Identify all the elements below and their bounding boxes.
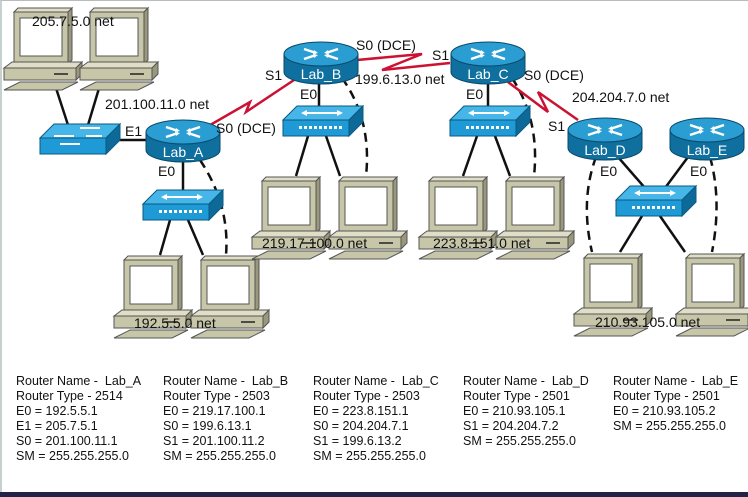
- config-line: Router Type - 2514: [16, 389, 123, 403]
- config-line: S0 = 201.100.11.1: [16, 434, 118, 448]
- config-router-name: Router Name - Lab_E: [613, 374, 739, 388]
- router-label-lab-b: Lab_B: [301, 66, 341, 82]
- network-label-192: 192.5.5.0 net: [134, 315, 216, 331]
- network-label-223: 223.8.151.0 net: [433, 235, 530, 251]
- router-config-lab-a: Router Name - Lab_A Router Type - 2514 E…: [16, 374, 141, 464]
- network-label-210: 210.93.105.0 net: [595, 314, 700, 330]
- interface-label-d-e0: E0: [600, 163, 617, 179]
- config-router-name: Router Name - Lab_A: [16, 374, 142, 388]
- link-lab-d-switch: [617, 156, 646, 189]
- network-label-199: 199.6.13.0 net: [355, 71, 445, 87]
- interface-label-d-s1: S1: [548, 118, 565, 134]
- router-lab-a: Lab_A: [144, 118, 222, 164]
- interface-label-a-e0: E0: [158, 163, 175, 179]
- config-line: E1 = 205.7.5.1: [16, 419, 98, 433]
- config-line: Router Type - 2501: [463, 389, 570, 403]
- router-lab-b: Lab_B: [282, 40, 360, 86]
- interface-label-b-e0: E0: [300, 86, 317, 102]
- config-router-name: Router Name - Lab_B: [163, 374, 289, 388]
- network-label-204: 204.204.7.0 net: [572, 89, 669, 105]
- config-router-name: Router Name - Lab_C: [313, 374, 439, 388]
- config-line: S1 = 204.204.7.2: [463, 419, 559, 433]
- config-router-name: Router Name - Lab_D: [463, 374, 589, 388]
- router-config-lab-d: Router Name - Lab_D Router Type - 2501 E…: [463, 374, 589, 449]
- serial-link-c-d: [507, 81, 579, 122]
- config-line: E0 = 210.93.105.1: [463, 404, 566, 418]
- link-lab-e-switch: [663, 156, 690, 189]
- console-link-lab-c: [510, 77, 537, 177]
- switch-205: [39, 123, 121, 155]
- router-lab-e: Lab_E: [668, 116, 746, 162]
- switch-219: [282, 105, 364, 137]
- config-line: Router Type - 2501: [613, 389, 720, 403]
- link-switch-c-pc: [493, 135, 512, 177]
- router-label-lab-c: Lab_C: [467, 66, 508, 82]
- link-switch-a0-pc: [158, 219, 172, 256]
- link-switch-b-pc: [294, 135, 310, 177]
- network-label-205: 205.7.5.0 net: [32, 13, 114, 29]
- network-diagram: Lab_A Lab_B Lab_C Lab_D Lab_E 205.7.5.0 …: [3, 7, 748, 339]
- interface-label-c-s1: S1: [432, 47, 449, 63]
- serial-link-b-c: [356, 52, 451, 72]
- interface-label-b-s0: S0 (DCE): [356, 37, 416, 53]
- link-pc1-switch-a1: [53, 84, 70, 126]
- link-switch-de-pc: [618, 215, 644, 253]
- config-line: S0 = 204.204.7.1: [313, 419, 409, 433]
- config-line: E0 = 210.93.105.2: [613, 404, 716, 418]
- switch-192: [142, 189, 224, 221]
- serial-link-a-b: [204, 78, 295, 130]
- config-line: E0 = 223.8.151.1: [313, 404, 409, 418]
- config-line: SM = 255.255.255.0: [313, 449, 426, 463]
- link-switch-a0-pc: [186, 219, 205, 256]
- ethernet-links: [53, 78, 690, 256]
- router-label-lab-d: Lab_D: [584, 142, 625, 158]
- link-pc2-switch-a1: [86, 84, 102, 126]
- interface-label-e-e0: E0: [690, 163, 707, 179]
- switch-210: [615, 185, 697, 217]
- console-link-lab-e: [708, 156, 718, 253]
- interface-label-c-e0: E0: [466, 86, 483, 102]
- interface-label-a-s0: S0 (DCE): [216, 120, 276, 136]
- router-label-lab-e: Lab_E: [687, 142, 727, 158]
- config-line: S1 = 199.6.13.2: [313, 434, 402, 448]
- config-line: E0 = 219.17.100.1: [163, 404, 266, 418]
- link-switch-de-pc: [658, 215, 687, 253]
- interface-label-c-s0: S0 (DCE): [524, 67, 584, 83]
- router-config-lab-e: Router Name - Lab_E Router Type - 2501 E…: [613, 374, 738, 434]
- link-switch-c-pc: [461, 135, 479, 177]
- switch-223: [449, 105, 531, 137]
- config-line: SM = 255.255.255.0: [16, 449, 129, 463]
- config-line: SM = 255.255.255.0: [463, 434, 576, 448]
- config-line: S0 = 199.6.13.1: [163, 419, 252, 433]
- router-lab-c: Lab_C: [449, 40, 527, 86]
- console-link-lab-d: [585, 156, 598, 253]
- config-line: S1 = 201.100.11.2: [163, 434, 265, 448]
- router-config-lab-c: Router Name - Lab_C Router Type - 2503 E…: [313, 374, 439, 464]
- serial-links: [204, 52, 579, 130]
- router-lab-d: Lab_D: [566, 116, 644, 162]
- router-config-lab-b: Router Name - Lab_B Router Type - 2503 E…: [163, 374, 288, 464]
- config-line: Router Type - 2503: [313, 389, 420, 403]
- interface-label-b-s1: S1: [265, 67, 282, 83]
- config-line: E0 = 192.5.5.1: [16, 404, 98, 418]
- link-switch-b-pc: [324, 135, 342, 177]
- network-label-219: 219.17.100.0 net: [262, 235, 367, 251]
- router-label-lab-a: Lab_A: [163, 144, 204, 160]
- bottom-border: [0, 492, 748, 497]
- config-line: SM = 255.255.255.0: [613, 419, 726, 433]
- network-label-201: 201.100.11.0 net: [105, 96, 209, 112]
- console-link-lab-b: [340, 77, 369, 177]
- config-line: SM = 255.255.255.0: [163, 449, 276, 463]
- config-line: Router Type - 2503: [163, 389, 270, 403]
- interface-label-a-e1: E1: [125, 123, 142, 139]
